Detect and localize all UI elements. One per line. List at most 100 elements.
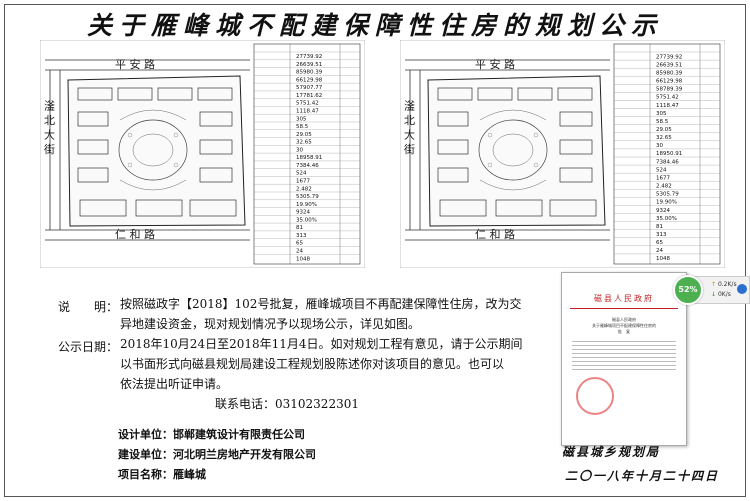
- street-top-left: 平 安 路: [115, 57, 155, 71]
- usage-gauge[interactable]: 52%: [673, 275, 703, 305]
- period-line-3: 依法提出听证申请。: [120, 377, 229, 391]
- indicator-right-value: 32.65: [656, 135, 672, 141]
- indicator-right-value: 26639.51: [656, 62, 682, 68]
- indicator-right-value: 1048: [656, 256, 670, 262]
- indicator-left-value: 32.65: [296, 140, 312, 146]
- upload-arrow-icon: ↑: [711, 281, 717, 288]
- upload-speed: ↑ 0.2K/s: [711, 281, 737, 288]
- site-plan-left-drawing: 平 安 路 仁 和 路 滏 北 大 街: [39, 39, 366, 269]
- indicator-left-value: 5751.42: [296, 101, 319, 107]
- indicator-left-value: 35.00%: [296, 217, 317, 223]
- indicator-right-value: 29.05: [656, 127, 672, 133]
- approval-document-line: [572, 361, 676, 362]
- indicator-table-right: 27739.9226639.5185980.3966129.9858789.39…: [613, 43, 721, 265]
- approval-document-line: [572, 353, 676, 354]
- indicator-right-value: 7384.46: [656, 159, 679, 165]
- indicator-left-value: 1677: [296, 179, 310, 185]
- street-top-right: 平 安 路: [475, 57, 515, 71]
- indicator-left-value: 19.90%: [296, 202, 317, 208]
- indicator-right-value: 1118.47: [656, 103, 679, 109]
- approval-document-line: [572, 369, 676, 370]
- site-plan-right-drawing: 平 安 路 仁 和 路 滏 北 大 街: [399, 39, 726, 269]
- indicator-left-value: 26639.51: [296, 62, 322, 68]
- indicator-right-value: 81: [656, 224, 663, 230]
- approval-document-line: [572, 357, 676, 358]
- indicator-left-value: 30: [296, 147, 303, 153]
- indicator-right-value: 19.90%: [656, 200, 677, 206]
- indicator-right-value: 524: [656, 167, 667, 173]
- street-left-right: 滏 北 大 街: [403, 100, 416, 155]
- indicator-right-value: 5751.42: [656, 95, 679, 101]
- indicator-left-value: 9324: [296, 210, 310, 216]
- indicator-right-value: 5305.79: [656, 192, 679, 198]
- indicator-right-value: 305: [656, 111, 667, 117]
- indicator-right-value: 27739.92: [656, 54, 682, 60]
- approval-document: 磁县人民政府 磁县人民政府 关于雁峰城项目不配建保障性住房的 批 复: [561, 272, 687, 446]
- indicator-left-value: 57907.77: [296, 85, 323, 91]
- indicator-left-value: 81: [296, 225, 303, 231]
- indicator-left-value: 1048: [296, 256, 310, 262]
- construction-unit: 建设单位：河北明兰房地产开发有限公司: [118, 448, 316, 461]
- indicator-left-value: 524: [296, 171, 307, 177]
- indicator-left-value: 18958.91: [296, 155, 322, 161]
- indicator-left-value: 24: [296, 249, 303, 255]
- issuing-bureau: 磁县城乡规划局: [562, 445, 661, 459]
- page-frame: [4, 4, 746, 497]
- approval-document-rule: [570, 308, 678, 309]
- indicator-left-value: 65: [296, 241, 303, 247]
- indicator-right-value: 313: [656, 232, 667, 238]
- official-seal-icon: [576, 377, 614, 415]
- period-line-1: 2018年10月24日至2018年11月4日。如对规划工程有意见，请于公示期间: [120, 337, 523, 351]
- street-left-left: 滏 北 大 街: [43, 100, 56, 155]
- contact-phone: 联系电话：03102322301: [215, 397, 359, 411]
- approval-document-line: [572, 345, 676, 346]
- indicator-right-value: 24: [656, 248, 663, 254]
- indicator-left-value: 27739.92: [296, 54, 322, 60]
- approval-document-line: [572, 365, 676, 366]
- indicator-right-value: 1677: [656, 176, 670, 182]
- indicator-right-value: 18950.91: [656, 151, 682, 157]
- approval-document-line: [572, 349, 676, 350]
- upload-speed-value: 0.2K/s: [717, 281, 737, 288]
- project-name: 项目名称：雁峰城: [118, 468, 206, 481]
- approval-document-line: [572, 341, 676, 342]
- indicator-left-value: 58.5: [296, 124, 309, 130]
- explanation-label: 说 明：: [58, 300, 119, 314]
- indicator-right-value: 35.00%: [656, 216, 677, 222]
- indicator-right-value: 2.482: [656, 184, 672, 190]
- design-unit: 设计单位：邯郸建筑设计有限责任公司: [118, 428, 305, 441]
- indicator-right-value: 9324: [656, 208, 670, 214]
- indicator-left-value: 85980.39: [296, 70, 323, 76]
- indicator-left-value: 17781.62: [296, 93, 322, 99]
- indicator-left-value: 313: [296, 233, 307, 239]
- period-line-2: 以书面形式向磁县规划局建设工程规划股陈述你对该项目的意见。也可以: [120, 357, 505, 371]
- indicator-left-value: 305: [296, 116, 307, 122]
- page-title: 关于雁峰城不配建保障性住房的规划公示: [86, 11, 663, 40]
- period-label: 公示日期：: [58, 340, 119, 354]
- indicator-right-value: 58.5: [656, 119, 669, 125]
- approval-document-sub-1: 磁县人民政府: [612, 317, 636, 322]
- issue-date: 二〇一八年十月二十四日: [565, 469, 720, 483]
- network-speed-widget[interactable]: 52% ↑ 0.2K/s ↓ 0K/s: [673, 275, 750, 305]
- indicator-left-value: 7384.46: [296, 163, 319, 169]
- download-speed-value: 0K/s: [717, 291, 731, 298]
- explanation-line-1: 按照磁政字【2018】102号批复，雁峰城项目不再配建保障性住房，改为交: [120, 297, 522, 311]
- download-speed: ↓ 0K/s: [711, 291, 731, 298]
- indicator-left-value: 66129.98: [296, 77, 323, 83]
- site-plan-right: 平 安 路 仁 和 路 滏 北 大 街: [399, 39, 726, 269]
- explanation-line-2: 异地建设资金，现对规划情况予以现场公示，详见如图。: [120, 317, 421, 331]
- indicator-left-value: 1118.47: [296, 109, 319, 115]
- indicator-left-value: 2.482: [296, 186, 312, 192]
- indicator-left-value: 5305.79: [296, 194, 319, 200]
- approval-document-sub-3: 批 复: [618, 329, 630, 334]
- approval-document-header: 磁县人民政府: [594, 294, 654, 303]
- indicator-right-value: 58789.39: [656, 87, 683, 93]
- indicator-right-value: 30: [656, 143, 663, 149]
- indicator-left-value: 29.05: [296, 132, 312, 138]
- widget-menu-icon[interactable]: [737, 284, 747, 294]
- download-arrow-icon: ↓: [711, 291, 717, 298]
- indicator-right-value: 66129.98: [656, 79, 683, 85]
- site-plan-left: 平 安 路 仁 和 路 滏 北 大 街: [39, 39, 366, 269]
